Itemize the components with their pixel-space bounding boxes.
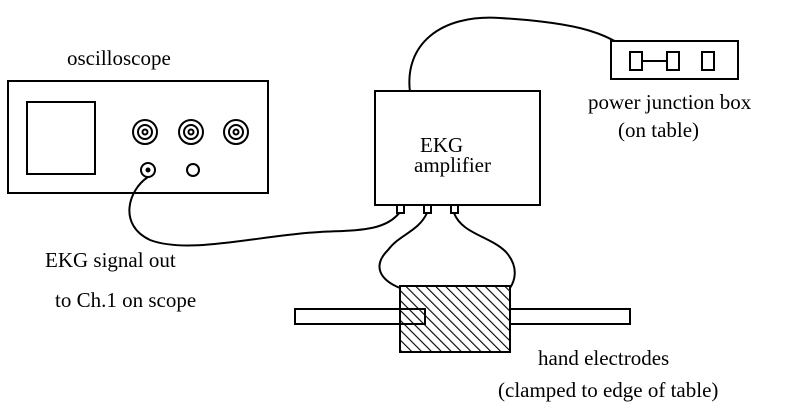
ekg-amplifier	[374, 90, 541, 214]
table-edge-right	[509, 308, 631, 325]
electrode-lead-right	[453, 212, 516, 289]
power-box-label: power junction box	[588, 90, 752, 114]
amplifier-jack-1	[396, 204, 405, 214]
oscilloscope-knob-1	[132, 119, 158, 145]
oscilloscope-screen	[26, 101, 96, 175]
oscilloscope-jack-2	[186, 163, 200, 177]
electrodes-label-line2: (clamped to edge of table)	[498, 378, 719, 402]
power-outlet-3	[701, 51, 715, 71]
oscilloscope-label: oscilloscope	[67, 46, 171, 70]
power-junction-box	[610, 40, 739, 80]
electrodes-label-line1: hand electrodes	[538, 346, 670, 370]
amplifier-label-line1: EKG	[420, 133, 464, 157]
power-outlet-2	[666, 51, 680, 71]
oscilloscope-knob-2	[178, 119, 204, 145]
amplifier-jack-2	[423, 204, 432, 214]
power-cable	[408, 16, 637, 93]
oscilloscope-knob-3	[223, 119, 249, 145]
hand-electrodes	[399, 285, 511, 353]
amplifier-label-line2: amplifier	[414, 153, 491, 177]
amplifier-body	[374, 90, 541, 206]
table-edge	[294, 308, 631, 325]
signal-cable	[128, 176, 401, 247]
electrode-lead-left	[378, 212, 428, 289]
signal-label-line2: to Ch.1 on scope	[55, 288, 197, 312]
power-box-note: (on table)	[618, 118, 700, 142]
signal-label-line1: EKG signal out	[45, 248, 176, 272]
amplifier-jack-3	[450, 204, 459, 214]
oscilloscope	[7, 80, 269, 194]
power-outlet-1	[629, 51, 643, 71]
